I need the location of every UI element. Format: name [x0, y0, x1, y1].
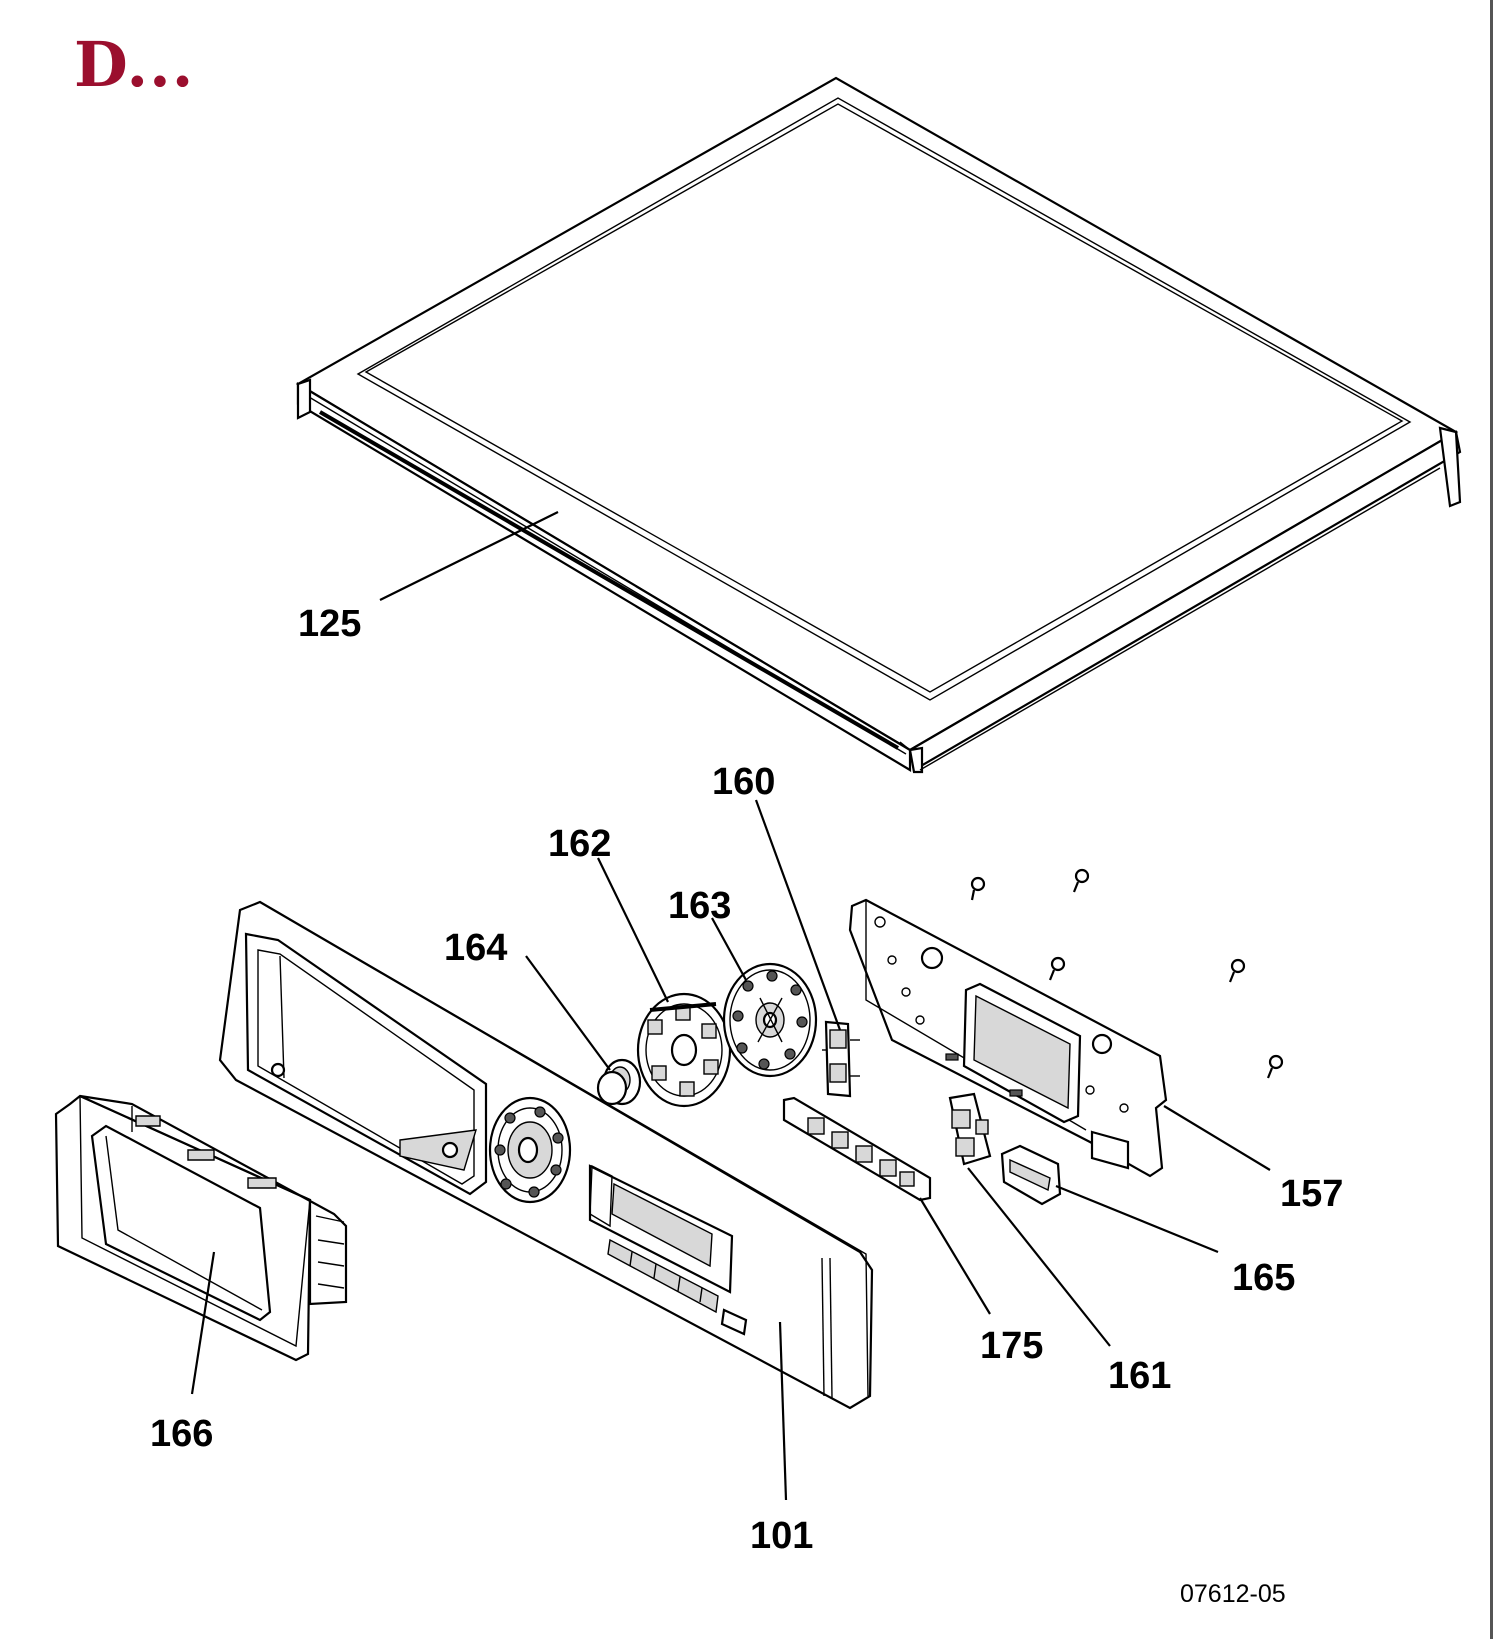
section-title: D... — [74, 28, 195, 101]
leader-lines — [190, 511, 1271, 1501]
label-166: 166 — [150, 1413, 213, 1455]
label-160: 160 — [712, 761, 775, 803]
label-175: 175 — [980, 1325, 1043, 1367]
label-163: 163 — [668, 885, 731, 927]
button-bracket-drawing — [822, 1020, 860, 1098]
knob-shaft-drawing — [596, 1058, 642, 1106]
selector-ring-drawing — [636, 992, 732, 1108]
selector-rosette — [488, 1096, 572, 1204]
label-101: 101 — [750, 1515, 813, 1557]
power-switch-drawing — [1000, 1144, 1062, 1206]
label-164: 164 — [444, 927, 507, 969]
control-panel-drawing — [218, 900, 874, 1410]
button-strip-drawing — [782, 1096, 932, 1202]
part-labels: 125 160 162 163 164 157 165 175 161 166 … — [150, 603, 1343, 1557]
control-board-drawing — [848, 868, 1284, 1178]
label-125: 125 — [298, 603, 361, 645]
label-165: 165 — [1232, 1257, 1295, 1299]
board-screws — [970, 868, 1284, 1079]
drawing-number: 07612-05 — [1180, 1580, 1286, 1608]
detergent-drawer-drawing — [54, 1094, 348, 1362]
selector-switch-disc-drawing — [722, 962, 818, 1078]
label-157: 157 — [1280, 1173, 1343, 1215]
label-162: 162 — [548, 823, 611, 865]
top-cover-drawing — [295, 76, 1462, 774]
page-border — [1490, 0, 1493, 1639]
label-161: 161 — [1108, 1355, 1171, 1397]
switch-block-drawing — [948, 1092, 992, 1166]
